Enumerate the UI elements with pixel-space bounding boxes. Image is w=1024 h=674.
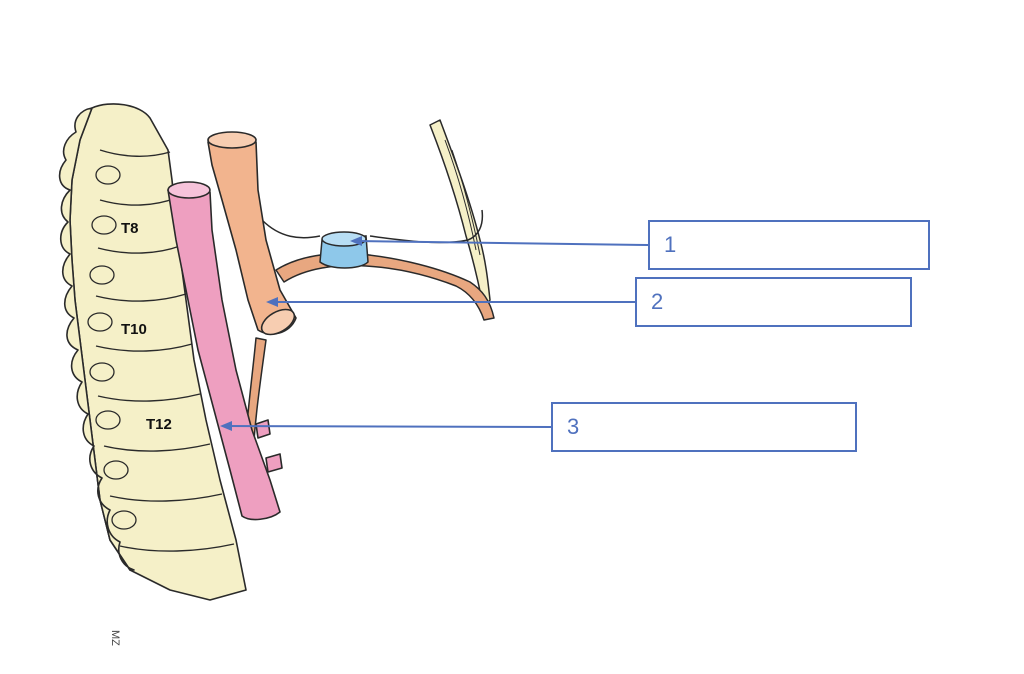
label-t10: T10	[121, 321, 147, 338]
callout-number-1: 1	[664, 232, 676, 258]
callout-line-1	[356, 241, 648, 245]
callout-box-1[interactable]: 1	[648, 220, 930, 270]
callout-line-3	[226, 426, 551, 427]
callout-number-2: 2	[651, 289, 663, 315]
diaphragm-muscle	[276, 253, 494, 320]
label-t12: T12	[146, 416, 172, 433]
callout-box-2[interactable]: 2	[635, 277, 912, 327]
artist-signature: MZ	[109, 630, 121, 646]
callout-box-3[interactable]: 3	[551, 402, 857, 452]
callout-number-3: 3	[567, 414, 579, 440]
label-t8: T8	[121, 220, 139, 237]
